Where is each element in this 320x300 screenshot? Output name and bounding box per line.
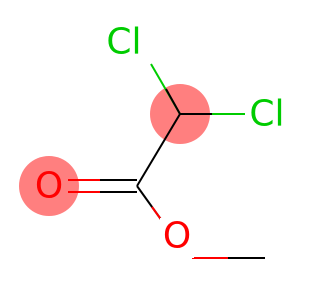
bond-c-c [136, 113, 181, 187]
molecule-canvas: Cl Cl O O [19, 21, 285, 259]
highlight-carbonyl-oxygen [19, 156, 79, 216]
atom-oxygen-carbonyl: O [35, 166, 63, 207]
atom-chlorine-top: Cl [106, 22, 141, 63]
bond-c-cl-top-carbon-half [165, 88, 181, 115]
atom-chlorine-right: Cl [249, 94, 284, 135]
atom-oxygen-ester: O [163, 216, 191, 257]
molecule-structure: Cl Cl O O [19, 21, 285, 259]
